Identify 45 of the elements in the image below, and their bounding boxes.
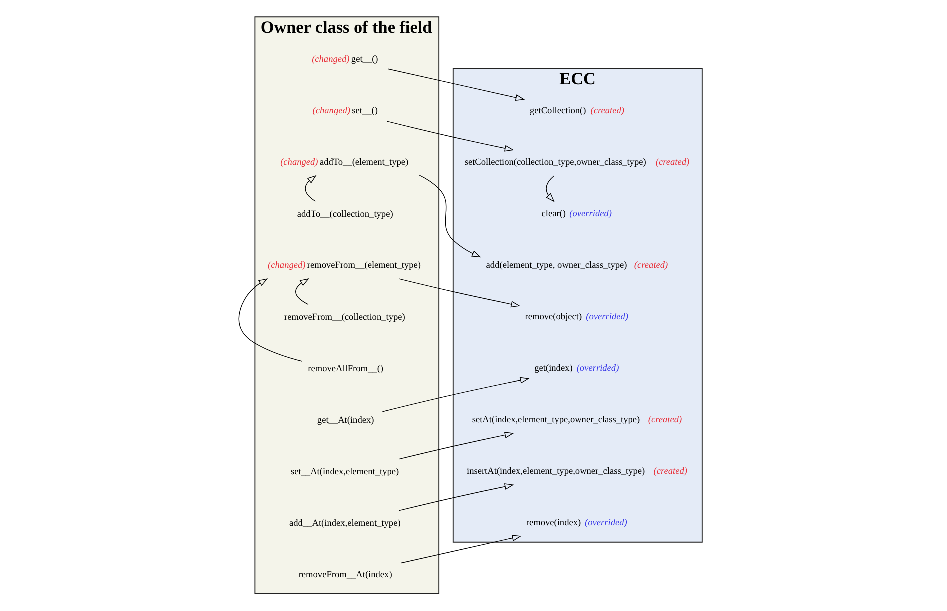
- node-text: removeFrom__At(index): [298, 570, 392, 581]
- arrow: [398, 278, 521, 308]
- node-text: set__(): [352, 106, 378, 116]
- node-label: (created): [634, 260, 668, 271]
- node-text: remove(object): [525, 312, 582, 322]
- node-label: (created): [654, 466, 688, 477]
- node-label: (changed): [268, 260, 306, 271]
- node-text: removeFrom__(collection_type): [284, 313, 406, 324]
- arrow: [296, 278, 310, 306]
- node-text: add__At(index,element_type): [290, 519, 401, 530]
- node-label: (created): [648, 415, 682, 426]
- node-text: removeFrom__(element_type): [307, 260, 422, 271]
- arrow: [546, 176, 555, 202]
- node-text: getCollection(): [530, 106, 586, 116]
- arrow: [398, 432, 514, 460]
- arrow: [238, 278, 303, 362]
- node-label: (created): [656, 158, 690, 168]
- node-label: (overrided): [576, 364, 620, 374]
- node-text: clear(): [542, 209, 566, 220]
- node-label: (overrided): [570, 209, 612, 220]
- arrow: [305, 175, 317, 202]
- arrow: [398, 484, 514, 512]
- node-text: get__(): [351, 54, 378, 65]
- node-text: remove(index): [526, 518, 582, 528]
- node-text: insertAt(index,element_type,owner_class_type): [466, 466, 646, 477]
- node-label: (changed): [280, 158, 318, 168]
- node-text: addTo__(collection_type): [297, 210, 394, 220]
- node-label: (created): [590, 106, 625, 116]
- arrow: [387, 121, 514, 152]
- node-text: setCollection(collection_type,owner_class_type): [464, 158, 646, 168]
- node-text: removeAllFrom__(): [308, 364, 384, 375]
- node-text: add(element_type, owner_class_type): [486, 260, 628, 271]
- node-label: (overrided): [586, 312, 628, 322]
- node-label: (changed): [312, 54, 350, 65]
- node-text: get__At(index): [317, 416, 374, 426]
- arrow: [419, 175, 482, 258]
- node-text: get(index): [534, 364, 573, 374]
- node-text: setAt(index,element_type,owner_class_type): [472, 415, 640, 426]
- node-label: (overrided): [585, 518, 628, 528]
- arrow: [382, 377, 530, 412]
- arrow: [388, 68, 526, 102]
- arrow: [400, 535, 522, 564]
- node-label: (changed): [312, 106, 350, 116]
- node-text: addTo__(element_type): [320, 158, 409, 168]
- node-text: set__At(index,element_type): [290, 468, 400, 478]
